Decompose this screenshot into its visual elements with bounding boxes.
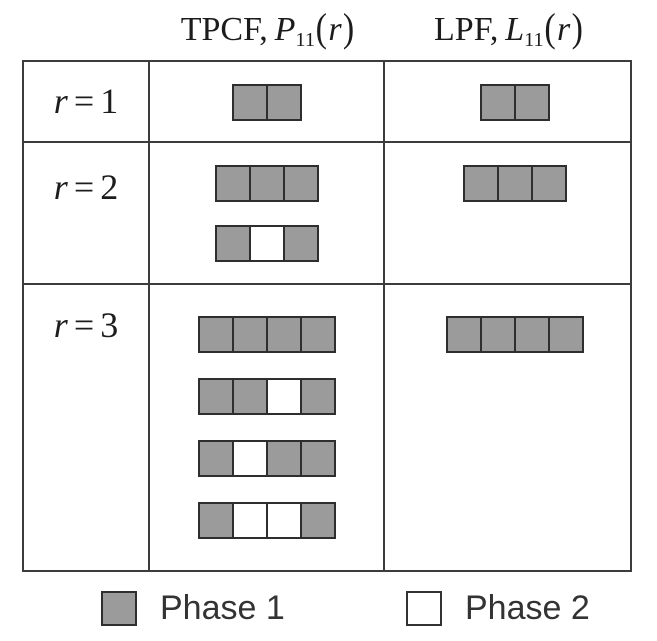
- phase1-square: [214, 165, 251, 202]
- r-value: 3: [100, 305, 119, 345]
- phase1-square: [282, 225, 319, 262]
- row-label-cell-r3: r=3: [24, 285, 150, 570]
- tpcf-cell-r3: [150, 285, 385, 570]
- phase1-square: [231, 378, 268, 415]
- phase1-square: [479, 84, 516, 121]
- phase-legend: Phase 1 Phase 2: [0, 588, 657, 628]
- phase1-square: [513, 84, 550, 121]
- row-label-r3: r=3: [54, 305, 119, 346]
- pixel-strip: [197, 440, 336, 477]
- lpf-cell-r3: [385, 285, 630, 570]
- phase1-square: [197, 378, 234, 415]
- phase1-square: [265, 440, 302, 477]
- row-label-r1: r=1: [54, 81, 119, 122]
- lpf-close-paren: ): [571, 6, 583, 51]
- tpcf-cell-r1: [150, 62, 385, 143]
- lpf-arg-variable: r: [557, 11, 571, 48]
- phase1-square: [513, 316, 550, 353]
- tpcf-title-prefix: TPCF,: [180, 11, 268, 48]
- phase1-square: [197, 440, 234, 477]
- r-variable: r: [53, 167, 68, 207]
- row-label-cell-r2: r=2: [24, 143, 150, 285]
- legend-item-phase2: Phase 2: [406, 588, 590, 628]
- tpcf-symbol: P: [274, 11, 296, 48]
- tpcf-open-paren: (: [315, 6, 327, 51]
- phase1-square: [197, 316, 234, 353]
- lpf-title-prefix: LPF,: [434, 11, 499, 48]
- r-variable: r: [53, 305, 68, 345]
- equals-sign: =: [73, 80, 95, 121]
- phase1-square: [299, 316, 336, 353]
- phase1-square: [299, 502, 336, 539]
- pixel-strip: [231, 84, 302, 121]
- row-label-r2: r=2: [54, 167, 119, 208]
- pixel-strip: [462, 165, 567, 202]
- tpcf-column-title: TPCF,P11(r): [150, 6, 385, 54]
- phase1-square: [299, 378, 336, 415]
- phase1-square: [462, 165, 499, 202]
- phase2-square: [248, 225, 285, 262]
- tpcf-cell-r2: [150, 143, 385, 285]
- tpcf-subscript: 11: [295, 29, 316, 52]
- lpf-cell-r1: [385, 62, 630, 143]
- phase1-square: [299, 440, 336, 477]
- lpf-cell-r2: [385, 143, 630, 285]
- phase1-square: [496, 165, 533, 202]
- phase1-label: Phase 1: [160, 588, 285, 627]
- r-value: 1: [100, 80, 119, 121]
- phase2-swatch: [406, 590, 442, 626]
- phase1-square: [231, 84, 268, 121]
- lpf-symbol: L: [505, 11, 525, 48]
- pixel-strip: [214, 165, 319, 202]
- phase2-label: Phase 2: [465, 588, 590, 627]
- phase2-square: [231, 440, 268, 477]
- phase2-square: [265, 502, 302, 539]
- phase1-swatch: [101, 590, 137, 626]
- phase2-square: [231, 502, 268, 539]
- pixel-strip: [445, 316, 584, 353]
- row-label-cell-r1: r=1: [24, 62, 150, 143]
- tpcf-arg-variable: r: [328, 11, 342, 48]
- equals-sign: =: [73, 167, 95, 207]
- lpf-subscript: 11: [524, 29, 544, 52]
- phase1-square: [479, 316, 516, 353]
- pixel-strip: [479, 84, 550, 121]
- phase1-square: [231, 316, 268, 353]
- pixel-strip: [197, 378, 336, 415]
- pixel-strip: [197, 502, 336, 539]
- phase1-square: [248, 165, 285, 202]
- phase1-square: [547, 316, 584, 353]
- phase1-square: [265, 84, 302, 121]
- equals-sign: =: [73, 305, 95, 345]
- phase1-square: [445, 316, 482, 353]
- phase1-square: [530, 165, 567, 202]
- r-value: 2: [100, 167, 119, 207]
- phase1-square: [282, 165, 319, 202]
- pixel-strip: [214, 225, 319, 262]
- lpf-open-paren: (: [544, 6, 556, 51]
- phase1-square: [197, 502, 234, 539]
- phase1-square: [214, 225, 251, 262]
- r-variable: r: [53, 80, 68, 121]
- tpcf-close-paren: ): [342, 6, 355, 51]
- lpf-column-title: LPF,L11(r): [385, 6, 632, 54]
- pixel-strip: [197, 316, 336, 353]
- legend-item-phase1: Phase 1: [101, 588, 285, 628]
- figure-table: r=1 r=2 r=3: [22, 60, 632, 572]
- phase2-square: [265, 378, 302, 415]
- phase1-square: [265, 316, 302, 353]
